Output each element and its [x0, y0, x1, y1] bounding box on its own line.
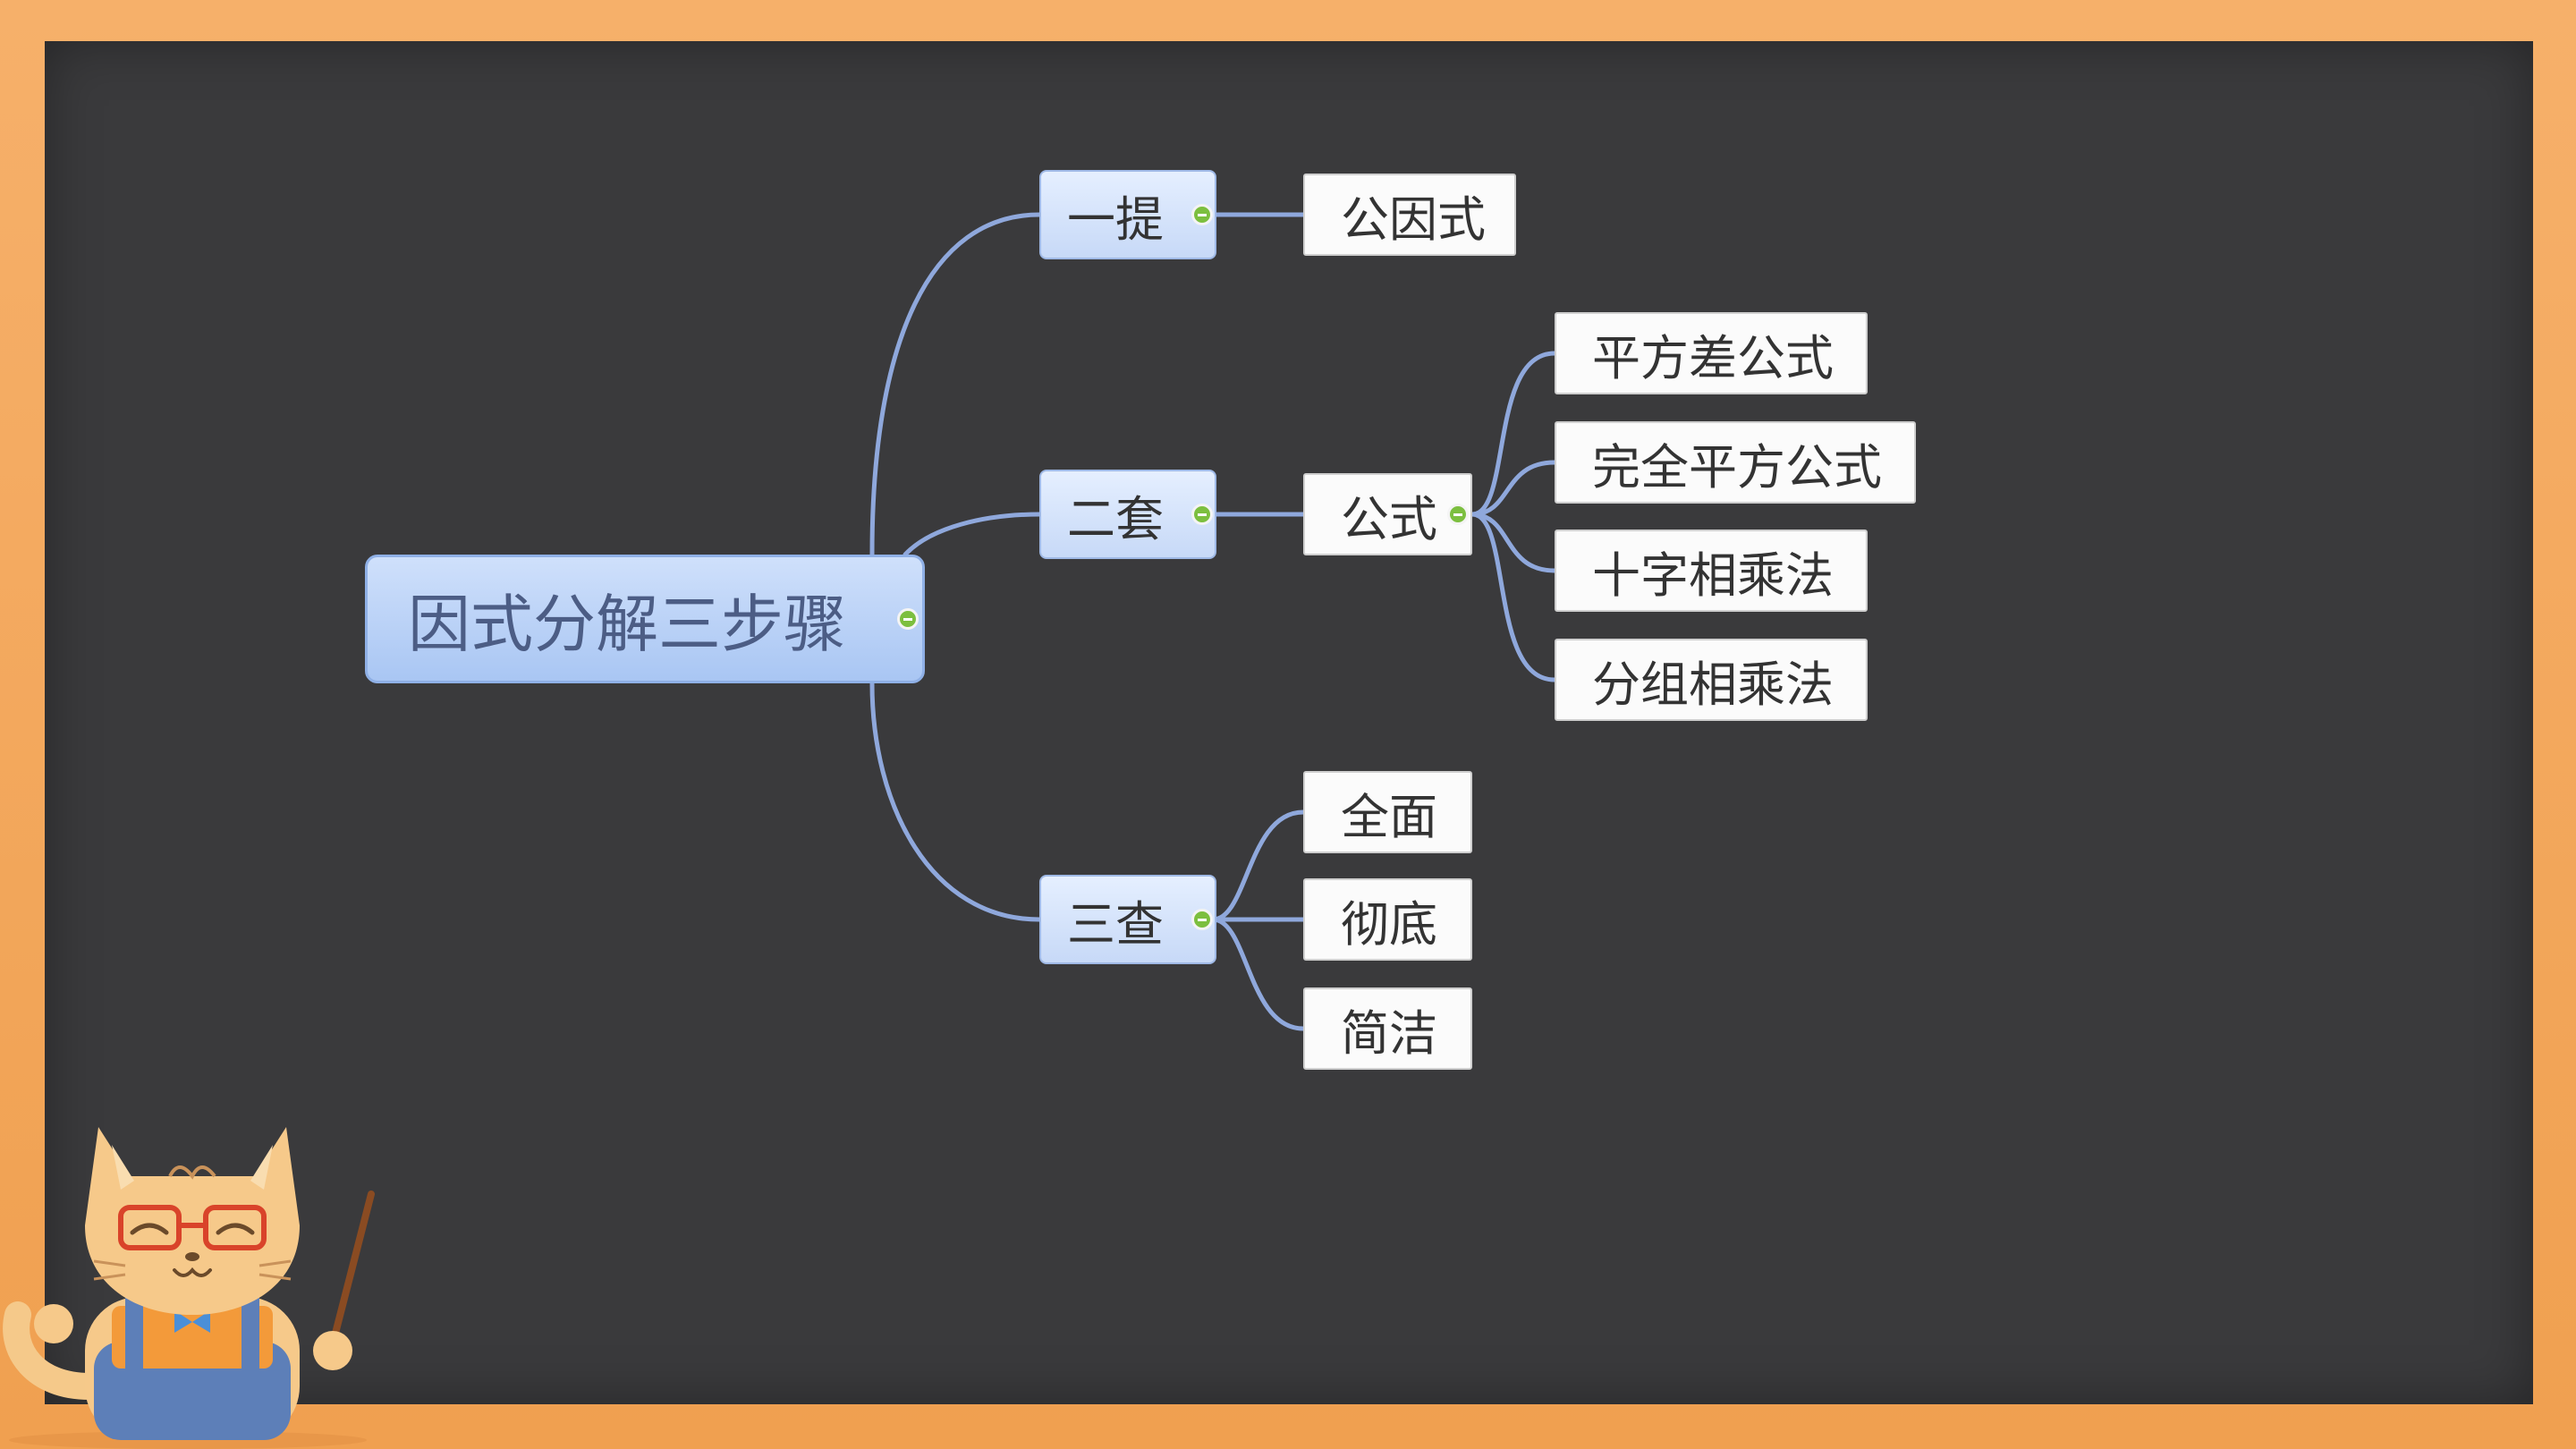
leaf-label: 平方差公式	[1592, 329, 1834, 386]
leaf-jianjie[interactable]: 简洁	[1303, 987, 1472, 1070]
root-node[interactable]: 因式分解三步骤	[365, 555, 925, 683]
branch-label: 一提	[1067, 191, 1164, 248]
link-sancha-quanmian	[1210, 809, 1306, 922]
leaf-quanmian[interactable]: 全面	[1303, 771, 1472, 853]
leaf-wanquanpingfang[interactable]: 完全平方公式	[1555, 421, 1916, 504]
branch-label: 二套	[1067, 490, 1164, 547]
collapse-minus-icon[interactable]	[897, 608, 919, 630]
link-sancha-jianjie	[1210, 917, 1306, 1031]
link-root-ertao	[902, 512, 1042, 557]
cat-teacher-icon	[3, 1127, 375, 1449]
root-label: 因式分解三步骤	[408, 587, 846, 661]
branch-label: 三查	[1067, 895, 1164, 953]
collapse-minus-icon[interactable]	[1191, 204, 1213, 225]
collapse-minus-icon[interactable]	[1191, 909, 1213, 930]
leaf-label: 彻底	[1341, 895, 1437, 953]
branch-sancha[interactable]: 三查	[1039, 875, 1216, 964]
node-gongshi[interactable]: 公式	[1303, 473, 1472, 555]
leaf-label: 简洁	[1341, 1004, 1437, 1062]
leaf-gongyinshi[interactable]: 公因式	[1303, 174, 1516, 256]
link-root-yiti	[869, 212, 1042, 557]
link-root-sancha	[869, 681, 1042, 922]
leaf-chedi[interactable]: 彻底	[1303, 878, 1472, 961]
link-gongshi-pingfangcha	[1470, 351, 1557, 517]
leaf-label: 全面	[1341, 788, 1437, 845]
leaf-shizi[interactable]: 十字相乘法	[1555, 530, 1868, 612]
leaf-fenzu[interactable]: 分组相乘法	[1555, 639, 1868, 721]
leaf-label: 完全平方公式	[1592, 438, 1882, 496]
leaf-label: 十字相乘法	[1592, 547, 1834, 604]
link-gongshi-fenzu	[1470, 512, 1557, 682]
leaf-pingfangcha[interactable]: 平方差公式	[1555, 312, 1868, 394]
link-gongshi-shizi	[1470, 512, 1557, 573]
leaf-label: 分组相乘法	[1592, 656, 1834, 713]
branch-yiti[interactable]: 一提	[1039, 170, 1216, 259]
collapse-minus-icon[interactable]	[1191, 504, 1213, 525]
leaf-label: 公因式	[1341, 191, 1486, 248]
link-gongshi-wanquanpingfang	[1470, 460, 1557, 517]
branch-ertao[interactable]: 二套	[1039, 470, 1216, 559]
chalkboard	[45, 41, 2533, 1404]
node-label: 公式	[1341, 490, 1437, 547]
collapse-minus-icon[interactable]	[1447, 504, 1469, 525]
